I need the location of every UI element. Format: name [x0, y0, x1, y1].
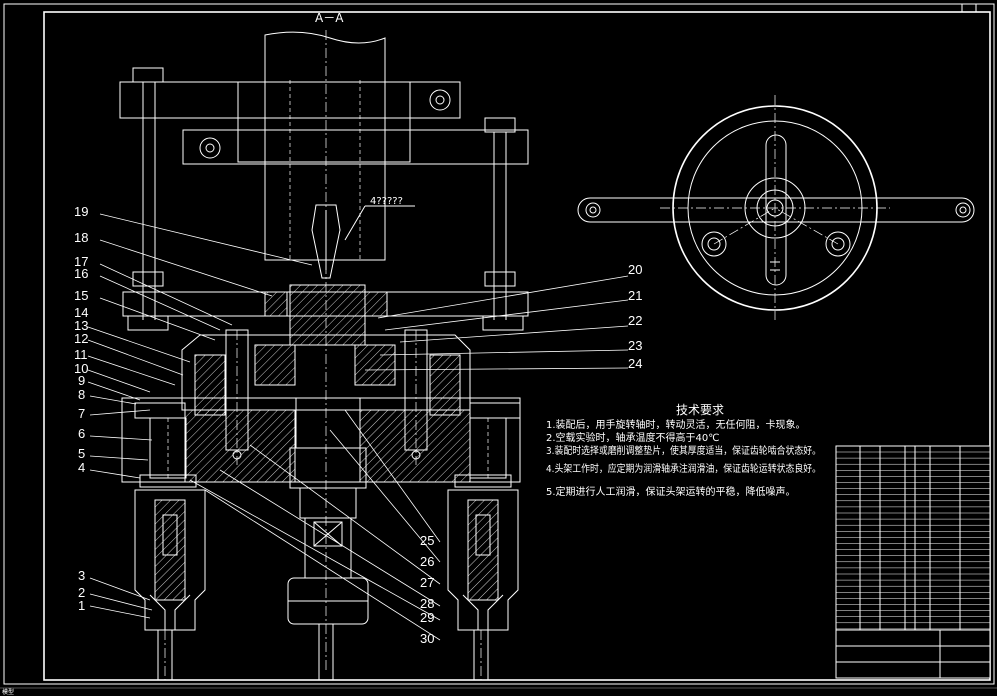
bom-rows	[836, 451, 990, 630]
part-label-4: 4	[78, 460, 85, 475]
section-title: A－A	[315, 11, 344, 25]
status-bar: 模型	[0, 687, 997, 696]
tech-item-3: 3.装配时选择或磨削调整垫片，使其厚度适当，保证齿轮啮合状态好。	[546, 444, 821, 457]
part-label-20: 20	[628, 262, 642, 277]
part-label-13: 13	[74, 318, 88, 333]
leader-lines	[87, 213, 629, 641]
part-label-7: 7	[78, 406, 85, 421]
part-label-24: 24	[628, 356, 642, 371]
tech-item-5: 5.定期进行人工润滑，保证头架运转的平稳，降低噪声。	[546, 485, 796, 498]
part-label-3: 3	[78, 568, 85, 583]
part-label-28: 28	[420, 596, 434, 611]
part-label-23: 23	[628, 338, 642, 353]
part-label-27: 27	[420, 575, 434, 590]
part-label-2: 2	[78, 585, 85, 600]
part-label-18: 18	[74, 230, 88, 245]
part-label-9: 9	[78, 373, 85, 388]
part-label-19: 19	[74, 204, 88, 219]
status-bar-label: 模型	[2, 688, 14, 696]
part-label-15: 15	[74, 288, 88, 303]
tech-requirements: 技术要求 1.装配后，用手旋转轴时，转动灵活，无任何阻，卡现象。 2.空载实验时…	[546, 403, 821, 498]
part-label-26: 26	[420, 554, 434, 569]
sheet-border	[3, 3, 995, 685]
part-labels: 1 2 3 4 5 6 7 8 9 10 11 12 13 14 15 16 1…	[74, 204, 642, 646]
part-label-30: 30	[420, 631, 434, 646]
callout-label: 4?????	[370, 196, 403, 207]
part-label-16: 16	[74, 266, 88, 281]
part-label-12: 12	[74, 331, 88, 346]
top-view	[577, 95, 975, 320]
part-label-8: 8	[78, 387, 85, 402]
part-label-21: 21	[628, 288, 642, 303]
part-label-17: 17	[74, 254, 88, 269]
part-label-25: 25	[420, 533, 434, 548]
part-label-6: 6	[78, 426, 85, 441]
tech-item-1: 1.装配后，用手旋转轴时，转动灵活，无任何阻，卡现象。	[546, 418, 806, 431]
tech-item-4: 4.头架工作时，应定期为润滑轴承注润滑油，保证齿轮运转状态良好。	[546, 462, 821, 475]
tech-title: 技术要求	[676, 403, 724, 417]
part-label-14: 14	[74, 305, 88, 320]
title-block	[835, 445, 991, 679]
part-label-5: 5	[78, 446, 85, 461]
part-label-11: 11	[74, 347, 88, 362]
part-label-29: 29	[420, 610, 434, 625]
part-label-10: 10	[74, 361, 88, 376]
main-section-view: 4?????	[119, 30, 529, 681]
tech-item-2: 2.空载实验时，轴承温度不得高于40℃	[546, 431, 720, 444]
part-label-22: 22	[628, 313, 642, 328]
part-label-1: 1	[78, 598, 85, 613]
